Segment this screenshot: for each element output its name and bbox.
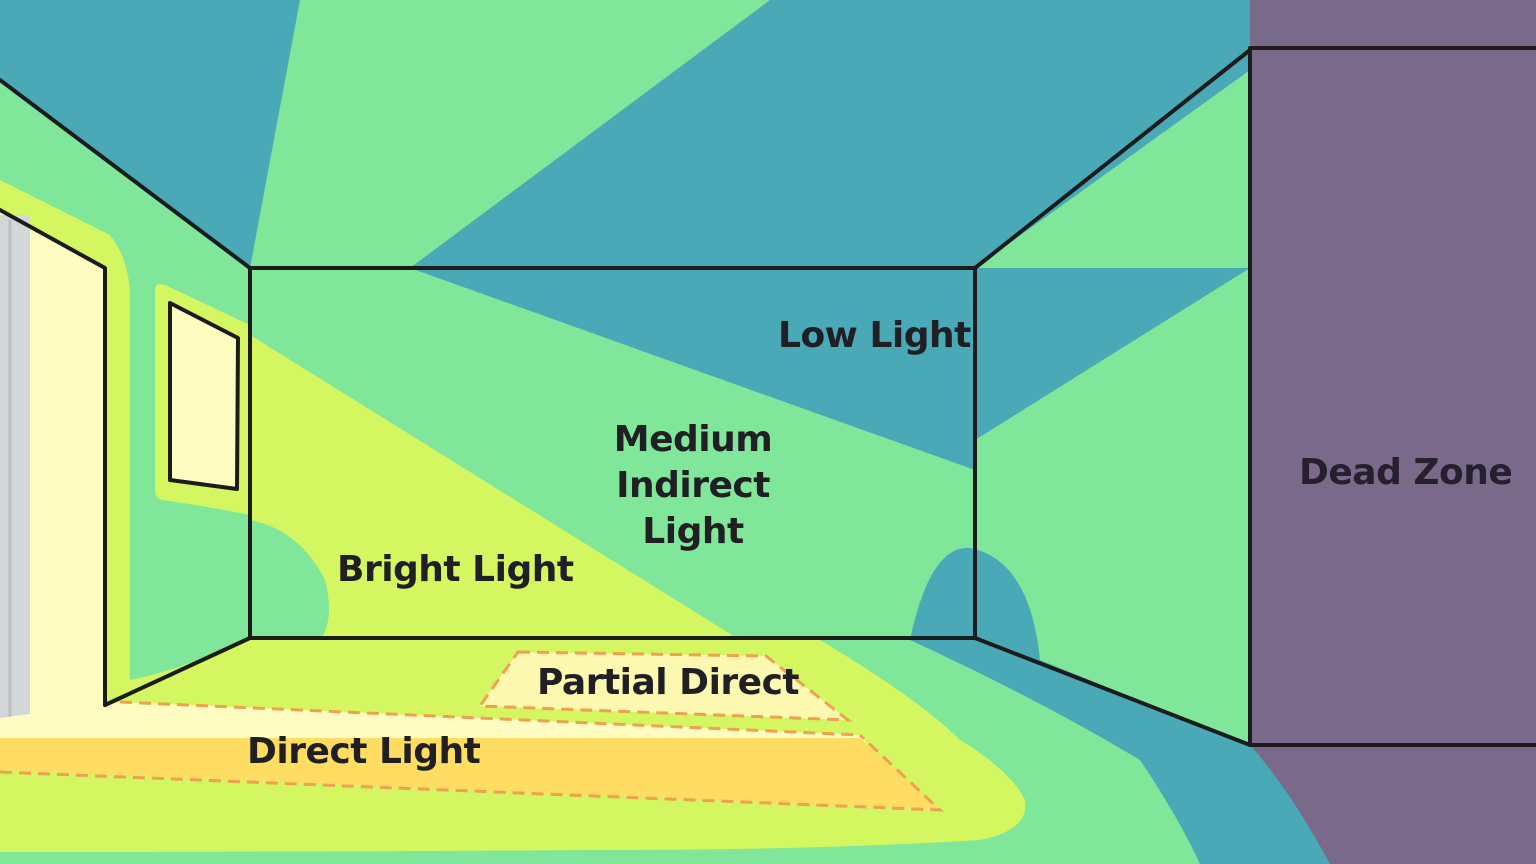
doorway-curtain bbox=[0, 215, 30, 725]
floor-dashed-line-upper bbox=[119, 700, 861, 737]
partial-direct-strip bbox=[0, 702, 870, 748]
ceiling-light-ray-right bbox=[975, 70, 1250, 268]
partial-direct-patch bbox=[480, 652, 848, 720]
dead-zone-outline bbox=[1248, 46, 1536, 747]
doorway-outline bbox=[0, 208, 107, 707]
label-direct-light: Direct Light bbox=[247, 731, 481, 772]
floor-edge-right bbox=[973, 636, 1252, 747]
window-outline bbox=[168, 301, 240, 491]
floor-edge-left bbox=[103, 636, 252, 707]
bright-light-beam bbox=[250, 335, 740, 640]
dead-zone-floor bbox=[1250, 745, 1536, 864]
back-wall-outline bbox=[248, 266, 977, 640]
floor-low-light-right bbox=[910, 640, 1330, 864]
ceiling-light-ray-left bbox=[250, 0, 770, 268]
label-bright-light: Bright Light bbox=[337, 549, 574, 590]
ceiling-edge-left bbox=[0, 78, 252, 270]
right-wall-medium-zone bbox=[975, 268, 1250, 745]
room-outline bbox=[0, 46, 1536, 747]
label-low-light: Low Light bbox=[778, 315, 971, 356]
partial-direct-dashed-border bbox=[477, 650, 853, 722]
direct-light-zone bbox=[0, 738, 940, 810]
dead-zone-wall bbox=[1250, 48, 1536, 745]
label-dead-zone: Dead Zone bbox=[1299, 452, 1513, 493]
direct-light-dashed-border bbox=[0, 733, 944, 812]
ceiling-edge-right bbox=[973, 48, 1252, 270]
label-partial-direct: Partial Direct bbox=[537, 662, 800, 703]
medium-patch-corner bbox=[250, 520, 329, 640]
label-medium-indirect-light: Medium Indirect Light bbox=[613, 419, 773, 552]
dead-zone-top bbox=[1250, 0, 1536, 48]
